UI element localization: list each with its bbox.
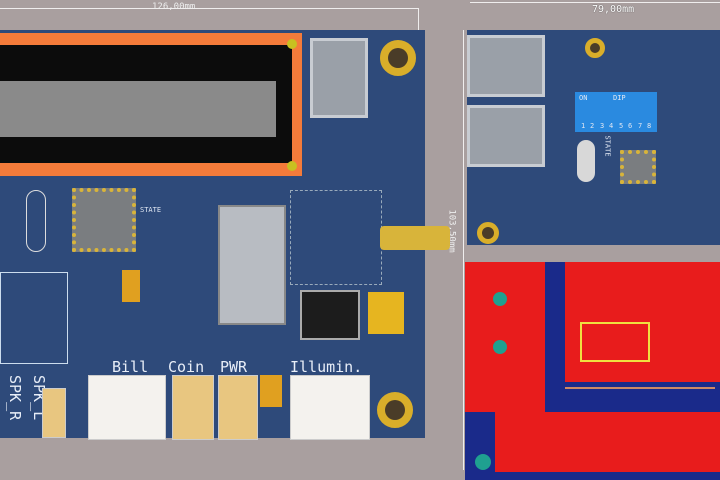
dip-label: DIP (613, 94, 626, 102)
dimension-line-top-left (0, 8, 418, 9)
connector-speaker (42, 388, 66, 438)
ethernet-jack (310, 38, 368, 118)
connector-illumin (290, 375, 370, 440)
connector-coin (172, 375, 214, 440)
lcd-frame (0, 33, 302, 176)
dip-pos: 6 (628, 122, 633, 130)
pcb-layout-view (465, 262, 720, 480)
via-pad (475, 454, 491, 470)
qfn-chip (620, 150, 656, 184)
via-pad (493, 340, 507, 354)
power-ic (300, 290, 360, 340)
pcb-board-3d-main: STATE SPK_L SPK_R Bill Coin PWR Illumin. (0, 30, 450, 440)
lcd-bezel (0, 45, 292, 163)
sma-antenna-connector (380, 226, 450, 250)
mounting-hole (477, 222, 499, 244)
copper-pour (495, 412, 720, 472)
crystal (577, 140, 595, 182)
crystal (26, 190, 46, 252)
state-label-right: STATE (603, 135, 612, 157)
mounting-hole (380, 40, 416, 76)
dip-pos: 8 (647, 122, 652, 130)
dip-pos: 3 (600, 122, 605, 130)
tantalum-capacitor (368, 292, 404, 334)
label-spk-r: SPK_R (6, 375, 24, 421)
dimension-width-right: 79,00mm (590, 4, 637, 16)
lcd-display (0, 81, 276, 137)
dip-on-label: ON (579, 94, 588, 102)
dip-pos: 7 (638, 122, 643, 130)
lcd-mount-pad (287, 39, 297, 49)
tantalum-capacitor (260, 375, 282, 407)
dip-pos: 1 (581, 122, 586, 130)
label-bill: Bill (112, 358, 149, 376)
state-label: STATE (140, 206, 162, 214)
pcb-board-3d-secondary: ON DIP 1 2 3 4 5 6 7 8 STATE (467, 30, 720, 245)
dip-pos: 2 (590, 122, 595, 130)
dip-pos: 5 (619, 122, 624, 130)
label-illumin: Illumin. (290, 358, 363, 376)
connector-bill (88, 375, 166, 440)
mounting-hole (585, 38, 605, 58)
ic-footprint (580, 322, 650, 362)
qfp-microcontroller (72, 188, 136, 252)
via-pad (493, 292, 507, 306)
trace (565, 387, 715, 389)
gsm-module-outline (290, 190, 382, 285)
ethernet-jack (467, 105, 545, 167)
ethernet-jack (467, 35, 545, 97)
dimension-width-left: 126,00mm (152, 2, 196, 12)
dip-switch[interactable]: ON DIP 1 2 3 4 5 6 7 8 (575, 92, 657, 132)
lcd-mount-pad (287, 161, 297, 171)
speaker-pads (0, 272, 68, 364)
tantalum-capacitor (122, 270, 140, 302)
label-pwr: PWR (220, 358, 248, 376)
sim-card-holder (218, 205, 286, 325)
copper-pour (465, 262, 545, 412)
dip-pos: 4 (609, 122, 614, 130)
mounting-hole (377, 392, 413, 428)
label-coin: Coin (168, 358, 205, 376)
connector-pwr (218, 375, 258, 440)
dimension-line-top-right (470, 2, 720, 3)
dimension-line-height (463, 30, 464, 470)
